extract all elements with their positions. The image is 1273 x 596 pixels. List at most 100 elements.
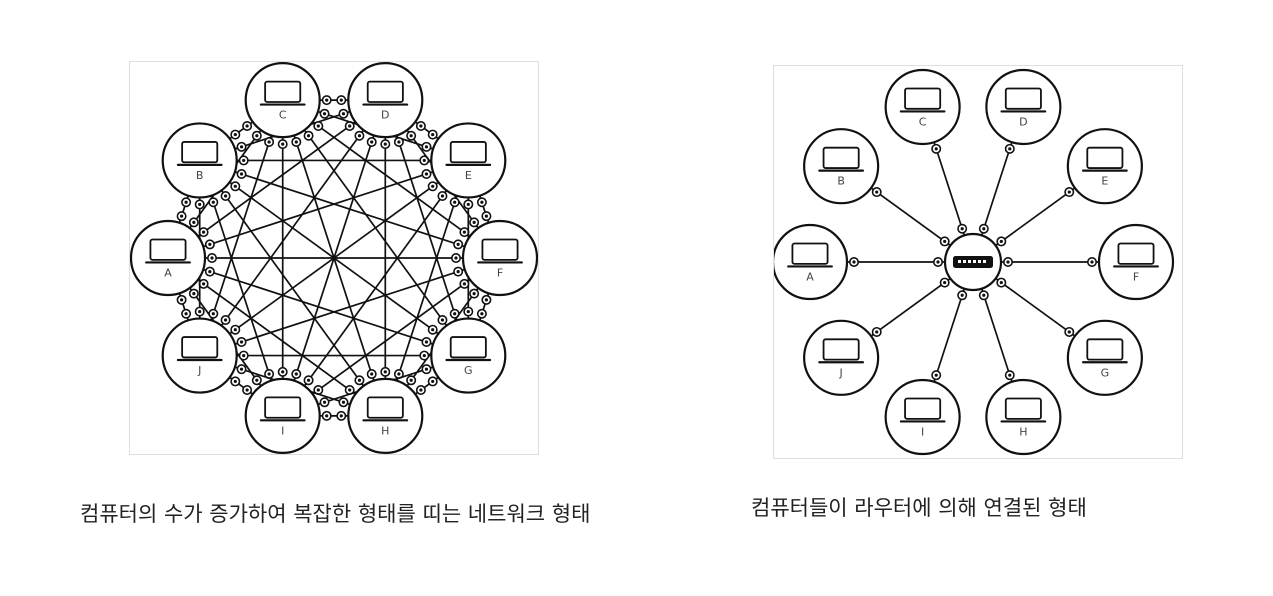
plug-icon [277,366,288,377]
network-link [870,277,951,337]
computer-node-a: A [774,223,849,301]
plug-icon [344,385,355,396]
network-link [234,268,466,345]
network-link [980,141,1013,236]
laptop-icon [899,397,946,423]
plug-icon [181,308,192,319]
plug-icon [1004,143,1015,154]
plug-icon [236,336,247,347]
plug-icon [251,130,262,141]
plug-icon [463,306,474,317]
plug-icon [849,257,860,268]
plug-icon [871,326,882,337]
laptop-icon [1113,242,1159,268]
plug-icon [208,197,219,208]
node-label: D [381,109,389,122]
plug-icon [354,375,365,386]
mesh-caption: 컴퓨터의 수가 증가하여 복잡한 형태를 띠는 네트워크 형태 [80,502,591,526]
laptop-icon [259,396,306,422]
plug-icon [264,136,275,147]
plug-icon [453,239,464,250]
computer-node-e: E [1066,128,1143,205]
plug-icon [194,199,205,210]
laptop-icon [1081,338,1128,364]
plug-icon [415,120,426,131]
plug-icon [427,129,438,140]
network-link [933,141,966,236]
plug-icon [1086,257,1097,268]
plug-icon [220,314,231,325]
plug-icon [1064,187,1075,198]
plug-icon [476,308,487,319]
laptop-icon [818,146,865,172]
plug-icon [1064,326,1075,337]
plug-icon [427,324,438,335]
laptop-icon [1081,146,1128,172]
computer-node-d: D [985,68,1062,146]
laptop-icon [1000,397,1047,423]
computer-node-h: H [985,378,1062,456]
plug-icon [366,136,377,147]
plug-icon [291,136,302,147]
network-link [395,135,458,321]
plug-icon [427,181,438,192]
plug-icon [421,336,432,347]
computer-node-b: B [803,128,880,205]
node-label: I [921,426,924,439]
plug-icon [230,376,241,387]
laptop-icon [362,80,409,106]
laptop-icon [818,338,865,364]
plug-icon [380,139,391,150]
plug-icon [978,290,989,301]
plug-icon [319,397,330,408]
network-link [312,121,471,237]
node-label: E [1101,175,1108,188]
router-hub [943,232,1003,292]
node-label: F [1133,271,1139,284]
plug-icon [303,375,314,386]
network-link [197,121,356,237]
network-link [980,288,1013,383]
node-label: B [196,169,204,182]
computer-node-g: G [430,317,507,394]
network-link [995,277,1076,337]
network-link [220,129,365,327]
plug-icon [236,141,247,152]
node-label: C [919,115,927,128]
plug-icon [236,169,247,180]
laptop-icon [362,396,409,422]
plug-icon [303,130,314,141]
plug-icon [939,277,950,288]
plug-icon [427,376,438,387]
plug-icon [406,130,417,141]
node-label: H [1019,426,1027,439]
node-label: J [839,366,843,379]
plug-icon [366,369,377,380]
plug-icon [421,364,432,375]
node-label: C [279,109,287,122]
star-links [847,141,1099,383]
plug-icon [449,197,460,208]
computer-node-e: E [430,122,507,199]
plug-icon [319,108,330,119]
network-link [197,279,356,395]
plug-icon [1004,370,1015,381]
plug-icon [181,197,192,208]
node-label: J [197,364,201,377]
network-link [995,187,1076,247]
computer-node-b: B [161,122,238,199]
plug-icon [453,266,464,277]
laptop-icon [176,141,223,166]
plug-icon [194,306,205,317]
computer-node-g: G [1066,319,1143,396]
computer-node-c: C [884,68,961,146]
laptop-icon [145,238,191,264]
plug-icon [450,253,461,264]
plug-icon [415,385,426,396]
plug-icon [459,227,470,238]
laptop-icon [176,336,223,362]
plug-icon [336,95,347,106]
plug-icon [338,397,349,408]
plug-icon [481,211,492,222]
plug-icon [188,288,199,299]
